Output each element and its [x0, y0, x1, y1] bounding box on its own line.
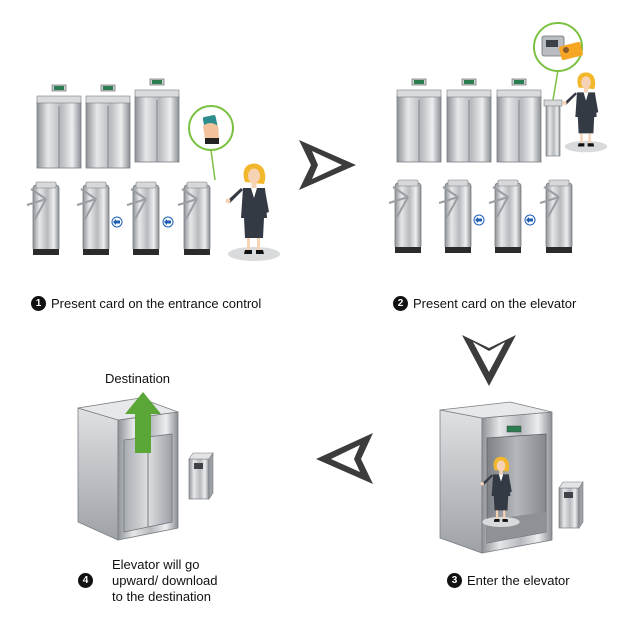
step-1-label: 1 Present card on the entrance control [31, 296, 261, 311]
turnstile-icon [488, 179, 522, 254]
elevator-icon [36, 84, 82, 169]
step-4-line-2: upward/ download [112, 573, 218, 588]
turnstile-icon [438, 179, 472, 254]
step-2-badge: 2 [393, 296, 408, 311]
person-icon [225, 163, 280, 261]
flow-arrow-icon [299, 140, 356, 190]
card-reader-callout [533, 22, 583, 72]
step-4-text: Elevator will go upward/ download to the… [112, 557, 218, 605]
panel-entrance-control [26, 78, 280, 261]
panel-elevator-reader [388, 22, 608, 254]
elevator-icon [85, 84, 131, 169]
step-4-badge: 4 [78, 573, 93, 588]
access-card-icon [202, 115, 219, 144]
elevator-icon [496, 78, 542, 163]
panel-destination [77, 392, 214, 541]
access-card-icon [559, 41, 583, 61]
step-2-text: Present card on the elevator [413, 296, 577, 311]
step-4-label: 4 [78, 573, 98, 588]
step-2-label: 2 Present card on the elevator [393, 296, 576, 311]
flow-arrow-icon [316, 433, 373, 484]
turnstile-icon [388, 179, 422, 254]
step-4-line-3: to the destination [112, 589, 212, 604]
step-3-label: 3 Enter the elevator [447, 573, 570, 588]
card-reader-icon [543, 99, 563, 157]
flow-arrow-icon [462, 335, 516, 386]
person-icon [562, 72, 608, 153]
turnstile-icon [177, 181, 211, 256]
step-3-text: Enter the elevator [467, 573, 570, 588]
step-1-badge: 1 [31, 296, 46, 311]
elevator-icon [446, 78, 492, 163]
card-reader-icon [558, 481, 584, 529]
panel-enter-elevator [439, 401, 584, 554]
elevator-icon [396, 78, 442, 163]
access-card-callout [188, 105, 234, 151]
elevator-icon [77, 397, 179, 541]
up-arrow-icon [125, 392, 161, 453]
turnstile-icon [76, 181, 110, 256]
turnstile-icon [26, 181, 60, 256]
step-1-text: Present card on the entrance control [51, 296, 262, 311]
turnstile-icon [539, 179, 573, 254]
step-3-badge: 3 [447, 573, 462, 588]
step-4-line-1: Elevator will go [112, 557, 200, 572]
turnstile-icon [126, 181, 160, 256]
card-reader-icon [188, 452, 214, 500]
elevator-icon [134, 78, 180, 163]
destination-label: Destination [105, 371, 171, 386]
